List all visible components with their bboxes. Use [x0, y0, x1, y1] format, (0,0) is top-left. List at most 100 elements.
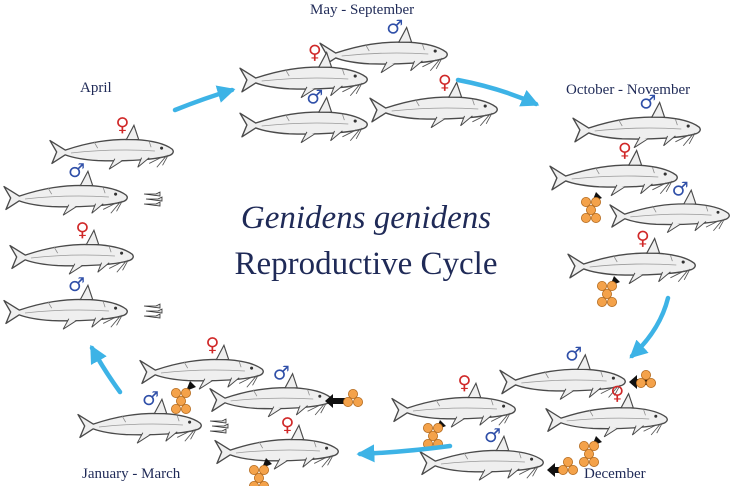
- juveniles: [143, 191, 163, 207]
- egg: [581, 196, 592, 207]
- juvenile-fish: [143, 313, 161, 319]
- male-fish: [3, 283, 128, 330]
- male-fish: [609, 188, 730, 234]
- eggs-cluster: [579, 440, 600, 467]
- male-fish: [419, 434, 544, 481]
- egg: [607, 296, 618, 307]
- egg: [248, 464, 259, 475]
- cycle-arrow: [629, 295, 671, 359]
- eggs-cluster: [342, 388, 363, 407]
- egg: [347, 388, 358, 399]
- female-fish: [139, 343, 264, 390]
- period-label-april: April: [80, 80, 112, 96]
- eggs-cluster: [170, 387, 191, 414]
- eggs-cluster: [636, 369, 657, 388]
- brooding-arrow: [547, 463, 567, 477]
- cycle-arrow: [356, 443, 453, 463]
- male-symbol: ♂: [68, 274, 85, 296]
- male-symbol: ♂: [639, 91, 656, 113]
- female-symbol: ♀: [308, 41, 322, 63]
- egg: [597, 296, 608, 307]
- egg: [170, 403, 181, 414]
- juvenile-fish: [209, 418, 227, 424]
- female-fish: [214, 423, 339, 470]
- egg: [175, 395, 186, 406]
- juveniles: [143, 303, 163, 319]
- egg: [563, 456, 574, 467]
- egg: [422, 422, 433, 433]
- brooding-arrow: [186, 377, 200, 391]
- eggs-cluster: [558, 456, 579, 475]
- female-fish: [239, 50, 368, 99]
- female-symbol: ♀: [610, 382, 624, 404]
- eggs-cluster: [422, 422, 443, 449]
- male-symbol: ♂: [386, 16, 403, 38]
- female-symbol: ♀: [618, 139, 632, 161]
- female-fish: [549, 148, 678, 197]
- female-symbol: ♀: [458, 372, 472, 394]
- female-symbol: ♀: [116, 114, 130, 136]
- juvenile-fish: [145, 308, 163, 314]
- brooding-arrow: [262, 454, 276, 468]
- male-fish: [319, 25, 448, 74]
- female-fish: [391, 381, 516, 428]
- male-fish: [572, 100, 701, 149]
- period-label-december: December: [584, 466, 646, 482]
- female-fish: [567, 236, 696, 285]
- eggs-cluster: [581, 196, 602, 223]
- female-fish: [9, 228, 134, 275]
- female-symbol: ♀: [438, 71, 452, 93]
- egg: [180, 387, 191, 398]
- egg: [586, 204, 597, 215]
- female-symbol: ♀: [281, 414, 295, 436]
- egg: [584, 448, 595, 459]
- juvenile-fish: [143, 201, 161, 207]
- juvenile-fish: [211, 423, 229, 429]
- egg: [253, 472, 264, 483]
- egg: [352, 396, 363, 407]
- egg: [432, 422, 443, 433]
- male-symbol: ♂: [672, 179, 689, 201]
- male-symbol: ♂: [306, 86, 323, 108]
- male-symbol: ♂: [273, 362, 290, 384]
- juveniles: [209, 418, 229, 434]
- juvenile-fish: [145, 196, 163, 202]
- juvenile-fish: [209, 428, 227, 434]
- egg: [342, 396, 353, 407]
- period-label-january-march: January - March: [82, 466, 181, 482]
- egg: [568, 464, 579, 475]
- cycle-arrow: [89, 344, 123, 395]
- egg: [579, 456, 590, 467]
- male-symbol: ♂: [68, 160, 85, 182]
- egg: [636, 377, 647, 388]
- egg: [180, 403, 191, 414]
- egg: [427, 430, 438, 441]
- egg: [558, 464, 569, 475]
- period-label-may-september: May - September: [310, 2, 415, 18]
- egg: [646, 377, 657, 388]
- female-fish: [545, 392, 668, 438]
- egg: [589, 440, 600, 451]
- male-fish: [239, 95, 368, 144]
- egg: [579, 440, 590, 451]
- cycle-arrow: [455, 77, 540, 107]
- juvenile-fish: [143, 191, 161, 197]
- egg: [581, 212, 592, 223]
- cycle-arrow: [172, 85, 236, 113]
- male-symbol: ♂: [484, 425, 501, 447]
- female-fish: [369, 80, 498, 129]
- male-fish: [77, 397, 202, 444]
- juvenile-fish: [143, 303, 161, 309]
- egg: [591, 196, 602, 207]
- male-symbol: ♂: [142, 388, 159, 410]
- egg: [607, 280, 618, 291]
- female-fish: [49, 123, 174, 170]
- brooding-arrow: [325, 394, 345, 408]
- cycle-subtitle: Reproductive Cycle: [234, 246, 498, 282]
- species-title: Genidens genidens: [240, 200, 492, 236]
- egg: [602, 288, 613, 299]
- egg: [641, 369, 652, 380]
- male-symbol: ♂: [565, 344, 582, 366]
